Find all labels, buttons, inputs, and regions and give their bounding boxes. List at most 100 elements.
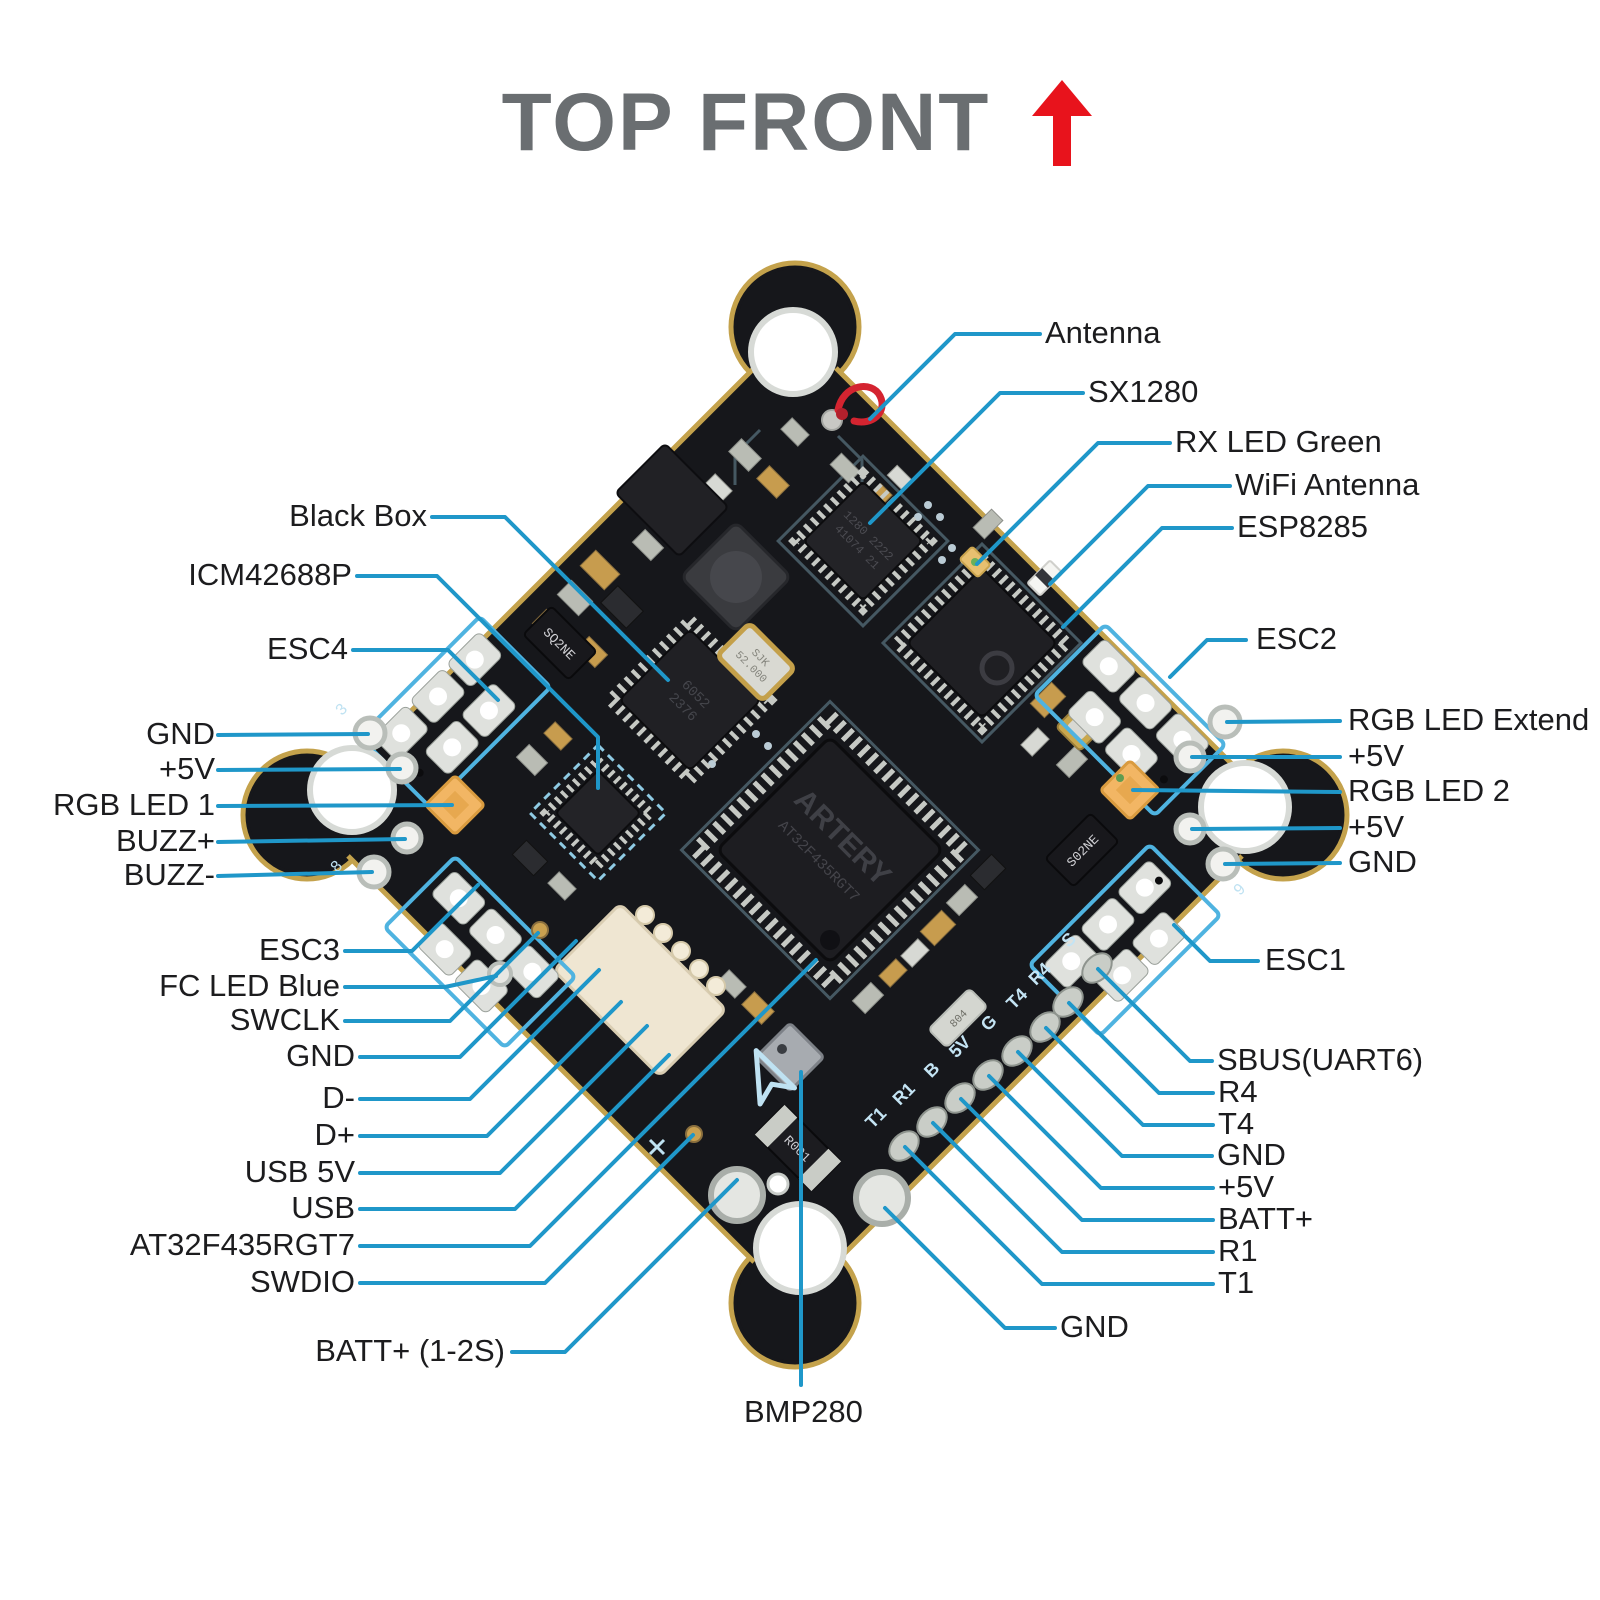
front-direction-arrow-icon: [1032, 80, 1093, 166]
callout-gnd-right-1-label: GND: [1348, 844, 1417, 879]
callout-sx1280-label: SX1280: [1088, 374, 1199, 409]
mounting-holes: [307, 307, 1292, 1295]
main-crystal: SJK 52.000: [717, 623, 795, 701]
callout-d-minus-label: D-: [322, 1080, 355, 1115]
crystal-804: 804: [929, 989, 987, 1047]
callout-icm42688p-label: ICM42688P: [188, 557, 352, 592]
leader-gnd-left-2: [358, 939, 578, 1059]
leader-fc-led-blue: [343, 974, 498, 989]
leader-rx-led: [975, 441, 1172, 566]
callout-wifi-antenna-label: WiFi Antenna: [1235, 467, 1420, 502]
leader-swdio: [358, 1133, 695, 1285]
rgb-led-2: [1100, 760, 1160, 820]
bottom-tip-pads: [648, 1138, 911, 1227]
leader-5v-right-2: [1190, 826, 1342, 831]
silkscreen-cross: [648, 1138, 666, 1156]
leader-t1: [903, 1145, 1215, 1286]
callout-blackbox-label: Black Box: [289, 498, 427, 533]
callout-r4-label: R4: [1218, 1074, 1258, 1109]
callout-esc3-label: ESC3: [259, 932, 340, 967]
callout-at32-label: AT32F435RGT7: [129, 1227, 355, 1262]
leader-rgb-led-2: [1131, 788, 1342, 794]
callout-sbus-uart6-label: SBUS(UART6): [1217, 1042, 1424, 1077]
regulator-left: SQ2NE: [523, 606, 597, 680]
page-title-row: TOP FRONT: [0, 80, 1600, 166]
callout-rgb-led-2-label: RGB LED 2: [1348, 773, 1510, 808]
esp8285-chip: [889, 550, 1075, 736]
leader-blackbox: [430, 515, 670, 682]
leader-usb: [358, 1053, 671, 1211]
leader-d-plus: [358, 1000, 623, 1138]
callout-esc2-label: ESC2: [1256, 621, 1337, 656]
callout-usb-5v-label: USB 5V: [244, 1154, 355, 1189]
callout-rx-led-green-label: RX LED Green: [1175, 424, 1382, 459]
pad-numeral-right: 9: [1231, 881, 1249, 899]
inductor: [682, 523, 790, 631]
leader-rgb-led-1: [216, 803, 454, 808]
callout-buzz-minus-label: BUZZ-: [123, 857, 215, 892]
leader-esc4: [351, 648, 500, 702]
leader-buzz-plus: [216, 837, 407, 844]
leader-esc2: [1168, 638, 1248, 679]
mcu-pin1-dimple: [820, 930, 840, 950]
leader-t4: [1044, 1026, 1215, 1127]
callout-swdio-label: SWDIO: [249, 1264, 355, 1299]
leader-buzz-minus: [216, 870, 374, 878]
callout-gnd-bottom-label: GND: [1060, 1309, 1129, 1344]
leader-batt-1-2s: [510, 1178, 739, 1354]
callout-t4-label: T4: [1218, 1106, 1255, 1141]
leader-5v-right-3: [987, 1074, 1215, 1190]
esc2-pad-block: [1034, 624, 1226, 816]
sx1280-chip: 1280 2222 41074 21: [788, 466, 938, 616]
callout-batt-1-2s-label: BATT+ (1-2S): [315, 1333, 505, 1368]
callout-fc-led-blue-label: FC LED Blue: [159, 968, 340, 1003]
regulator-right: S02NE: [1045, 813, 1119, 887]
callout-swclk-label: SWCLK: [229, 1002, 340, 1037]
callout-t1-label: T1: [1218, 1265, 1255, 1300]
callout-bmp280-label: BMP280: [744, 1394, 863, 1429]
leader-gnd-right-1: [1223, 861, 1342, 866]
leader-esc3: [343, 883, 480, 953]
rgb-led-1: [425, 775, 485, 835]
leader-usb-5v: [358, 1024, 649, 1175]
leader-gnd-bottom: [883, 1206, 1057, 1330]
usb-connector: [555, 905, 726, 1075]
silkscreen-traces: [679, 428, 1084, 1001]
battery-pad: [708, 1166, 766, 1224]
callout-5v-right-3-label: +5V: [1218, 1169, 1275, 1204]
leader-at32: [358, 958, 818, 1248]
mcu-chip: ARTERY AT32F435RGT7: [686, 706, 974, 994]
leader-esc1: [1172, 923, 1260, 963]
leader-lines: [216, 332, 1342, 1387]
leader-5v-left: [216, 767, 402, 772]
callout-gnd-right-2-label: GND: [1217, 1137, 1286, 1172]
mounting-hole-right: [1198, 760, 1292, 854]
leader-esp8285: [1061, 526, 1234, 629]
page-title: TOP FRONT: [501, 77, 991, 168]
leader-r4: [1067, 1001, 1215, 1095]
callout-5v-right-2-label: +5V: [1348, 809, 1405, 844]
callout-rgb-extend-label: RGB LED Extend: [1348, 702, 1590, 737]
rx-led: [959, 546, 991, 578]
callout-buzz-plus-label: BUZZ+: [115, 823, 215, 858]
mounting-hole-top: [748, 307, 838, 397]
leader-batt-plus: [959, 1097, 1215, 1222]
callout-gnd-left-label: GND: [146, 716, 215, 751]
pad-numeral-left-1: 3: [333, 701, 351, 719]
imu-gyro-chip: [527, 742, 669, 884]
leader-gnd-left: [216, 732, 370, 737]
leader-d-minus: [358, 968, 601, 1101]
leader-wifi-antenna: [1048, 484, 1232, 586]
leader-icm42688p: [355, 574, 600, 790]
callout-d-plus-label: D+: [314, 1117, 356, 1152]
mosfet-chip: [616, 444, 728, 556]
brand-arrow-logo: [753, 1048, 798, 1107]
leader-sbus: [1096, 967, 1214, 1063]
leader-swclk: [343, 931, 540, 1023]
callout-usb-label: USB: [291, 1190, 355, 1225]
callout-rgb-led-1-label: RGB LED 1: [53, 787, 215, 822]
leader-sx1280: [868, 391, 1085, 525]
callout-gnd-left-2-label: GND: [286, 1038, 355, 1073]
callout-esc4-label: ESC4: [267, 631, 348, 666]
